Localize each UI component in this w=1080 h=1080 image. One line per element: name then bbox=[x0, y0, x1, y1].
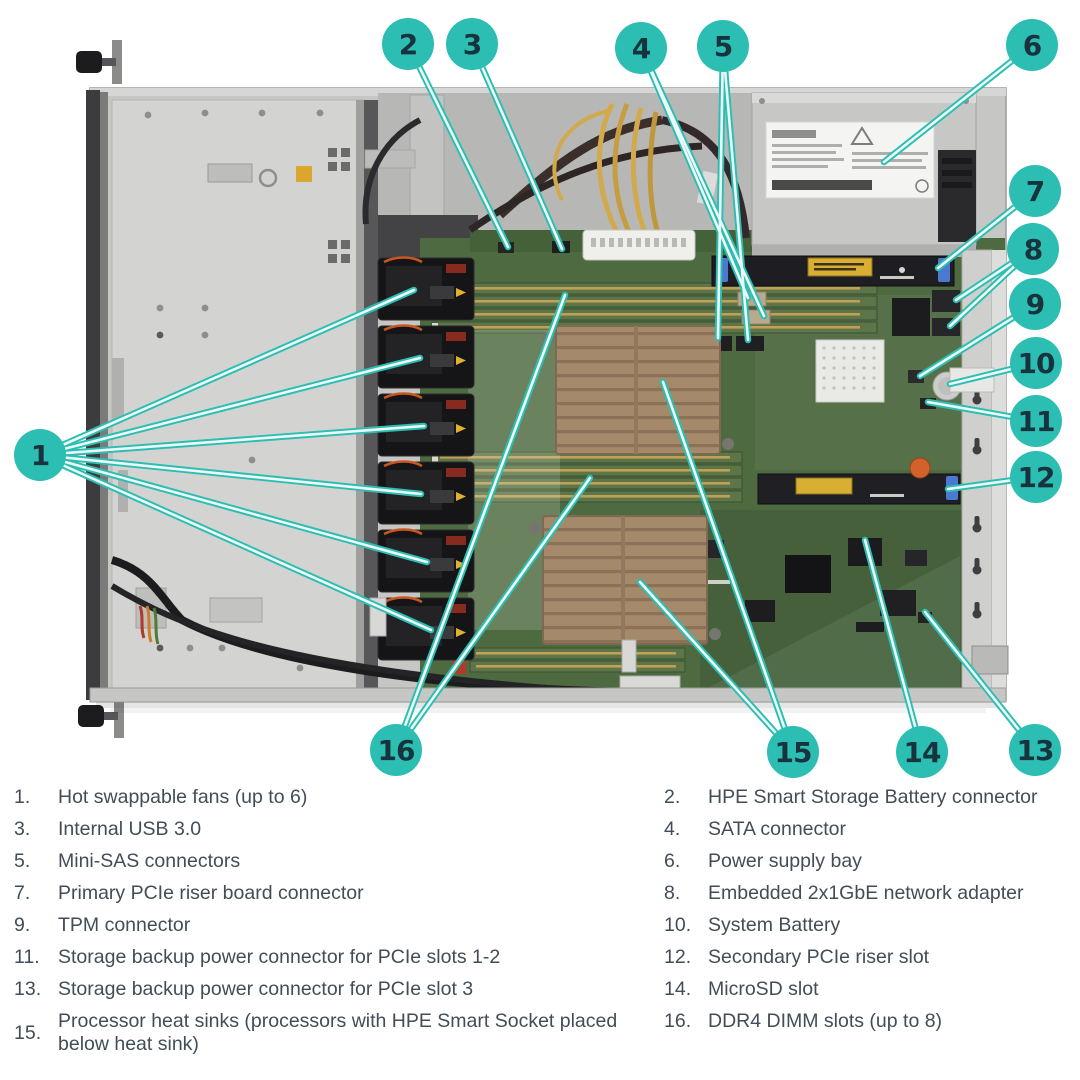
legend-item-number: 12. bbox=[664, 946, 692, 968]
legend-item: 2. HPE Smart Storage Battery connector bbox=[664, 786, 1074, 809]
legend-item-label: System Battery bbox=[708, 914, 841, 936]
fan-2 bbox=[377, 324, 475, 389]
callout-2: 2 bbox=[382, 18, 434, 70]
thumbscrew-top bbox=[76, 40, 122, 84]
legend-item-number: 9. bbox=[14, 914, 31, 936]
legend-item-number: 7. bbox=[14, 882, 31, 904]
legend-item: 6. Power supply bay bbox=[664, 850, 1074, 873]
legend-item-label: MicroSD slot bbox=[708, 978, 819, 1000]
callout-14: 14 bbox=[896, 726, 948, 778]
legend-item-number: 13. bbox=[14, 978, 42, 1000]
legend-item-number: 2. bbox=[664, 786, 681, 808]
fan-4 bbox=[377, 460, 475, 525]
legend-item-number: 14. bbox=[664, 978, 692, 1000]
legend-item: 12. Secondary PCIe riser slot bbox=[664, 946, 1074, 969]
legend-item-label: Storage backup power connector for PCIe … bbox=[58, 946, 501, 968]
legend-item: 16. DDR4 DIMM slots (up to 8) bbox=[664, 1010, 1074, 1033]
callout-12: 12 bbox=[1010, 451, 1062, 503]
legend-item-label: Power supply bay bbox=[708, 850, 862, 872]
legend-item: 15. Processor heat sinks (processors wit… bbox=[14, 1010, 664, 1056]
callout-16: 16 bbox=[370, 724, 422, 776]
rear-panel bbox=[949, 249, 1009, 691]
leader-lines bbox=[36, 40, 1040, 756]
legend-item-number: 10. bbox=[664, 914, 692, 936]
cpu-heatsink-2 bbox=[529, 515, 721, 645]
legend-item-label: Secondary PCIe riser slot bbox=[708, 946, 930, 968]
legend-item-number: 3. bbox=[14, 818, 31, 840]
legend-left-column: 1. Hot swappable fans (up to 6) 3. Inter… bbox=[14, 786, 664, 1065]
legend-item-number: 8. bbox=[664, 882, 681, 904]
legend-item: 13. Storage backup power connector for P… bbox=[14, 978, 664, 1001]
cpu-heatsink-1 bbox=[542, 325, 734, 455]
legend-item: 14. MicroSD slot bbox=[664, 978, 1074, 1001]
legend-item-number: 1. bbox=[14, 786, 31, 808]
legend-item: 1. Hot swappable fans (up to 6) bbox=[14, 786, 664, 809]
callout-6: 6 bbox=[1006, 19, 1058, 71]
legend-item-label: Internal USB 3.0 bbox=[58, 818, 202, 840]
legend-item: 9. TPM connector bbox=[14, 914, 664, 937]
legend-item: 8. Embedded 2x1GbE network adapter bbox=[664, 882, 1074, 905]
legend-item-label: Embedded 2x1GbE network adapter bbox=[708, 882, 1024, 904]
drive-bay-plate bbox=[111, 99, 365, 693]
thumbscrew-bottom bbox=[78, 694, 124, 738]
legend-item-label: Primary PCIe riser board connector bbox=[58, 882, 364, 904]
legend-item-number: 5. bbox=[14, 850, 31, 872]
legend-item: 5. Mini-SAS connectors bbox=[14, 850, 664, 873]
legend-item-label: HPE Smart Storage Battery connector bbox=[708, 786, 1038, 808]
callout-15: 15 bbox=[767, 726, 819, 778]
legend-item: 7. Primary PCIe riser board connector bbox=[14, 882, 664, 905]
fan-1 bbox=[377, 256, 475, 321]
primary-riser bbox=[711, 255, 955, 287]
legend-item-number: 11. bbox=[14, 946, 40, 968]
fan-bank bbox=[377, 256, 475, 661]
legend-item-label: TPM connector bbox=[58, 914, 191, 936]
callout-9: 9 bbox=[1009, 278, 1061, 330]
legend-item: 10. System Battery bbox=[664, 914, 1074, 937]
legend-item-label: Mini-SAS connectors bbox=[58, 850, 241, 872]
callout-7: 7 bbox=[1009, 165, 1061, 217]
callout-4: 4 bbox=[615, 22, 667, 74]
legend-item: 11. Storage backup power connector for P… bbox=[14, 946, 664, 969]
legend-item-number: 6. bbox=[664, 850, 681, 872]
callout-3: 3 bbox=[446, 18, 498, 70]
legend-item-label: Hot swappable fans (up to 6) bbox=[58, 786, 308, 808]
legend-right-column: 2. HPE Smart Storage Battery connector 4… bbox=[664, 786, 1074, 1065]
legend-item-label: Storage backup power connector for PCIe … bbox=[58, 978, 474, 1000]
power-connector bbox=[582, 229, 696, 261]
callout-8: 8 bbox=[1007, 223, 1059, 275]
legend-item: 4. SATA connector bbox=[664, 818, 1074, 841]
legend-item-number: 15. bbox=[14, 1021, 42, 1044]
callout-5: 5 bbox=[697, 20, 749, 72]
callout-11: 11 bbox=[1010, 395, 1062, 447]
legend: 1. Hot swappable fans (up to 6) 3. Inter… bbox=[14, 786, 1074, 1065]
server-photo-illustration bbox=[36, 40, 1040, 756]
callout-10: 10 bbox=[1010, 337, 1062, 389]
legend-item-label: SATA connector bbox=[708, 818, 847, 840]
legend-item: 3. Internal USB 3.0 bbox=[14, 818, 664, 841]
legend-item-label: Processor heat sinks (processors with HP… bbox=[58, 1010, 618, 1055]
callout-13: 13 bbox=[1009, 724, 1061, 776]
legend-item-label: DDR4 DIMM slots (up to 8) bbox=[708, 1010, 943, 1032]
legend-item-number: 16. bbox=[664, 1010, 692, 1032]
callout-1: 1 bbox=[14, 429, 66, 481]
legend-item-number: 4. bbox=[664, 818, 681, 840]
